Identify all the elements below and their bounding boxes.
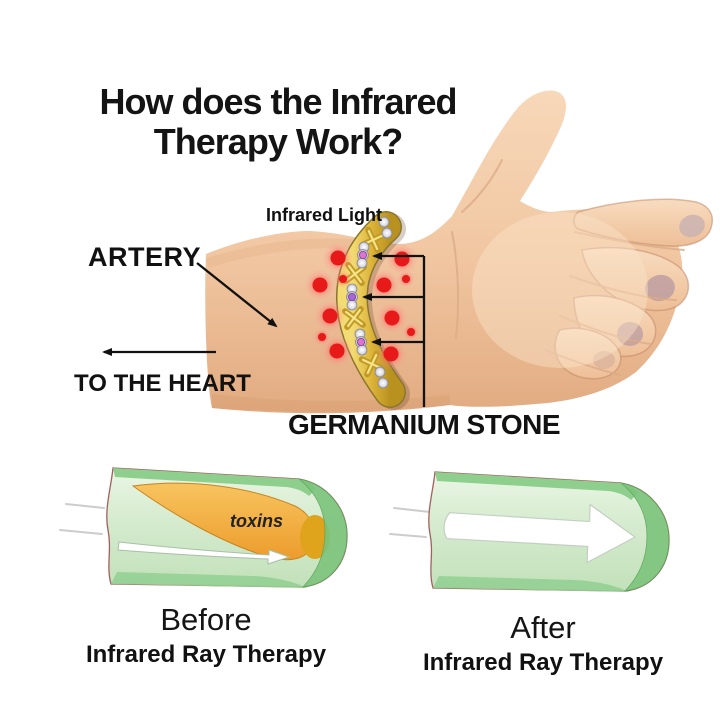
germanium-gems <box>347 250 367 346</box>
infrared-light-label: Infrared Light <box>266 205 382 225</box>
after-subtitle: Infrared Ray Therapy <box>422 649 664 676</box>
tube-bottom-rim <box>433 576 629 592</box>
infrared-dot <box>334 270 352 288</box>
pinky-tip-shade <box>593 351 615 369</box>
tube-top-rim <box>113 468 316 496</box>
hand-creases <box>451 159 685 376</box>
gem-middle <box>347 292 356 301</box>
before-caption: Before Infrared Ray Therapy <box>56 602 356 669</box>
tube-top-rim <box>435 472 638 500</box>
infrared-dot <box>386 243 418 275</box>
germanium-stone-pointer <box>362 252 426 407</box>
title-line-2: Therapy Work? <box>153 121 403 162</box>
speed-lines <box>389 507 431 538</box>
bracelet <box>336 211 410 410</box>
annotation-arrows <box>102 252 426 407</box>
infrared-dot <box>322 242 354 274</box>
infrared-dot <box>368 269 400 301</box>
after-caption: After Infrared Ray Therapy <box>393 610 693 677</box>
before-subtitle: Infrared Ray Therapy <box>85 641 327 668</box>
gem-bottom <box>356 337 365 346</box>
infrared-dot <box>402 323 420 341</box>
ring-nail <box>617 322 643 346</box>
artery-label: ARTERY <box>88 242 202 272</box>
artery-arrow <box>196 262 278 328</box>
infrared-dot <box>314 300 346 332</box>
fingernails <box>593 214 705 369</box>
before-tube-illustration <box>59 467 348 588</box>
tube-end-cap <box>298 478 348 588</box>
tube-end-cap <box>620 482 670 592</box>
to-the-heart-label: TO THE HEART <box>74 370 251 397</box>
index-nail <box>679 214 705 238</box>
toxins-label: toxins <box>230 511 284 531</box>
infrared-dots <box>304 242 420 370</box>
infrared-dot <box>375 338 407 370</box>
infrared-dot <box>376 302 408 334</box>
speed-lines <box>59 503 105 535</box>
infrared-dot <box>304 269 336 301</box>
middle-nail <box>645 274 675 302</box>
infrared-dot <box>397 270 415 288</box>
before-title: Before <box>160 602 252 637</box>
title-line-1: How does the Infrared <box>99 81 457 122</box>
infrared-dot <box>321 335 353 367</box>
free-flow-arrow <box>443 503 637 564</box>
index-finger <box>573 198 714 247</box>
after-tube-illustration <box>389 471 670 592</box>
palm-highlight <box>472 212 648 368</box>
forearm-top-shade <box>206 238 360 268</box>
restricted-flow-arrow <box>117 541 291 565</box>
page-title: How does the Infrared Therapy Work? <box>38 82 518 162</box>
toxins-dense-core <box>300 515 330 559</box>
tube-bottom-rim <box>111 572 307 588</box>
germanium-stone-label: GERMANIUM STONE <box>288 409 561 440</box>
gem-top <box>358 250 367 259</box>
after-title: After <box>510 610 576 645</box>
